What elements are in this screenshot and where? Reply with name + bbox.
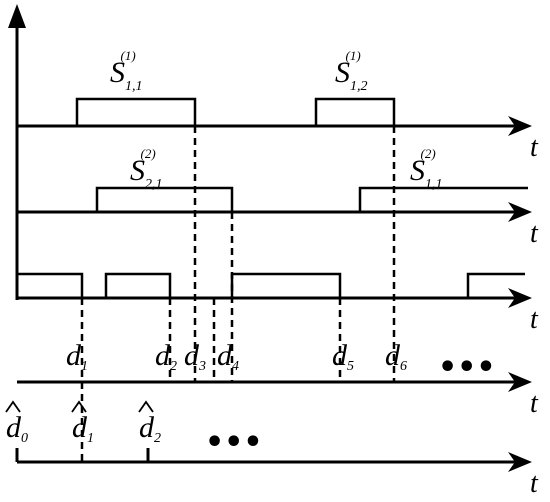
svg-text:d2: d2 — [139, 411, 161, 446]
time-axis-2 — [17, 202, 532, 222]
ellipsis-1: ••• — [438, 350, 496, 385]
pulse-s11b — [358, 186, 528, 212]
hat-icon — [5, 400, 21, 413]
hat-icon — [138, 400, 154, 413]
label-s11b: S1,1(2) — [410, 146, 443, 192]
svg-text:d0: d0 — [6, 411, 28, 446]
label-s21: S2,1(2) — [130, 146, 163, 192]
time-axis-4 — [17, 372, 532, 392]
label-dhat2: d2 — [138, 400, 161, 446]
time-axis-5 — [15, 448, 532, 472]
label-s12: S1,2(1) — [335, 48, 368, 94]
svg-text:d1: d1 — [72, 411, 94, 446]
label-d6: d6 — [385, 339, 407, 374]
label-d4: d4 — [217, 339, 239, 374]
label-d2: d2 — [155, 339, 177, 374]
pulse-row3-c — [230, 272, 342, 298]
label-d1: d1 — [66, 339, 88, 374]
axis-label-t-4: t — [530, 388, 539, 419]
pulse-row3-a — [17, 272, 84, 298]
label-dhat0: d0 — [5, 400, 28, 446]
vertical-axis — [8, 4, 26, 300]
pulse-row3-d — [466, 272, 525, 298]
label-d3: d3 — [184, 339, 206, 374]
pulse-row3-b — [104, 272, 172, 298]
pulse-s21 — [95, 186, 234, 212]
label-dhat1: d1 — [71, 400, 94, 446]
label-s11: S1,1(1) — [110, 48, 143, 94]
pulse-s11 — [75, 97, 197, 126]
hat-icon — [71, 400, 87, 413]
pulse-s12 — [314, 97, 396, 126]
time-axis-3 — [17, 288, 532, 308]
time-axis-1 — [17, 116, 532, 136]
projection-lines — [80, 126, 396, 462]
axis-label-t-5: t — [530, 468, 539, 499]
axis-label-t-2: t — [530, 218, 539, 249]
label-d5: d5 — [332, 339, 354, 374]
ellipsis-2: ••• — [205, 425, 263, 460]
axis-label-t-3: t — [530, 304, 539, 335]
axis-label-t-1: t — [530, 132, 539, 163]
